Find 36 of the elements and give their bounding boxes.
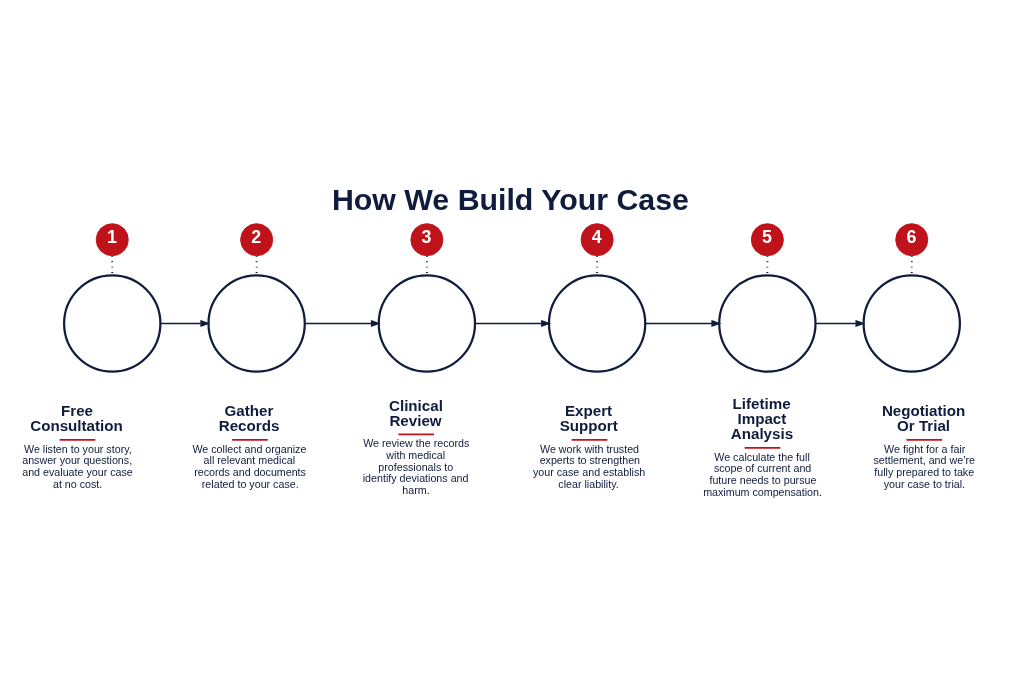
node-label: We work with trusted experts to strengthen your case and establish clear liability.	[532, 442, 646, 490]
arrow	[304, 319, 381, 327]
arrow	[644, 319, 722, 327]
arrow	[474, 319, 552, 327]
node-label: We calculate the full scope of current and future needs to pursue maximum compensation.	[703, 450, 822, 498]
node-label: Negotiation Or Trial	[881, 401, 966, 434]
node-circle	[862, 273, 961, 373]
node-circle: 6	[895, 222, 929, 256]
node-label: Gather Records	[218, 401, 280, 434]
node-label: We listen to your story, answer your questions, and evaluate your case at no cost.	[22, 442, 133, 490]
connector	[910, 254, 913, 276]
node-label: Expert Support	[559, 401, 618, 434]
node-circle: 1	[95, 222, 129, 256]
node-circle	[718, 273, 817, 373]
node-circle: 5	[750, 222, 784, 256]
node-circle	[547, 273, 647, 373]
node-label: We fight for a fair settlement, and we’re fully prepared to take your case to trial.	[873, 442, 976, 490]
diagram-title: How We Build Your Case	[331, 182, 689, 216]
connector	[596, 254, 599, 276]
connector	[111, 254, 114, 276]
node-circle: 3	[410, 222, 444, 256]
connector	[255, 254, 258, 276]
node-label: Free Consultation	[30, 401, 123, 434]
connector	[766, 254, 769, 276]
arrow	[814, 319, 866, 327]
node-circle	[377, 273, 477, 373]
node-circle: 2	[240, 222, 274, 256]
node-label: We review the records with medical professionals to identify deviations and harm.	[362, 436, 470, 496]
connector	[425, 254, 428, 276]
arrow	[159, 319, 211, 327]
node-circle: 4	[580, 222, 614, 256]
node-circle	[207, 273, 306, 373]
node-label: Clinical Review	[389, 396, 443, 429]
node-circle	[63, 273, 162, 373]
node-label: Lifetime Impact Analysis	[730, 394, 794, 442]
node-label: We collect and organize all relevant medical records and documents related to your case.	[192, 442, 307, 490]
